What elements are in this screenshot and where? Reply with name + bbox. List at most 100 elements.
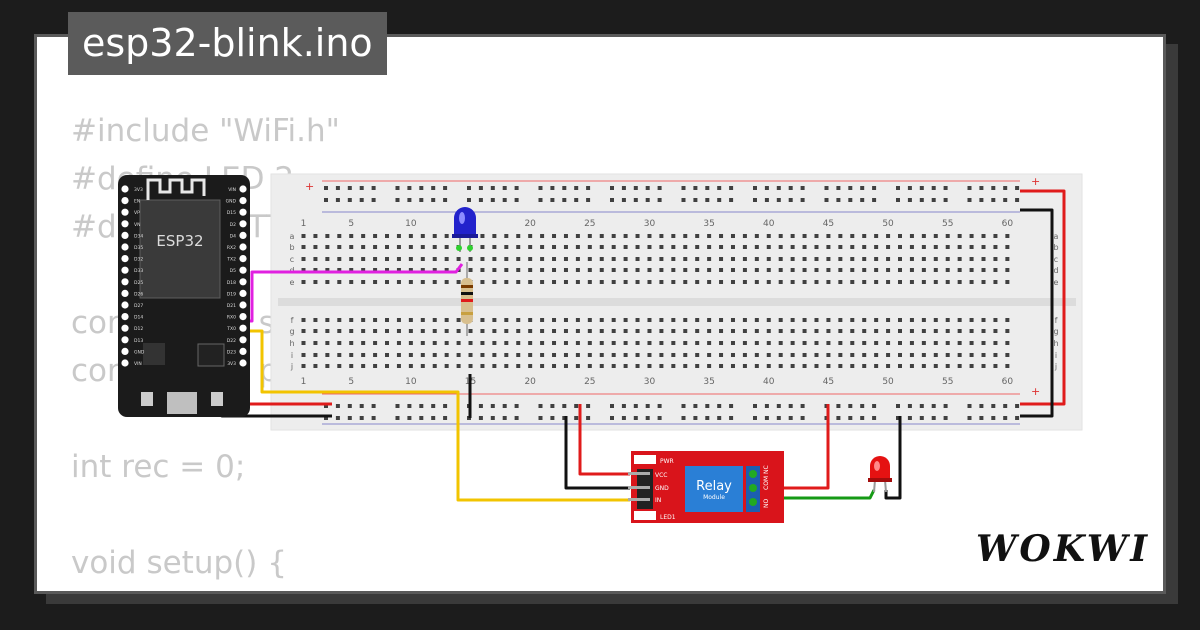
led-blue[interactable] bbox=[452, 207, 478, 252]
column-number: 40 bbox=[763, 377, 775, 387]
row-letter: c bbox=[1054, 255, 1058, 264]
esp32-pin-left[interactable] bbox=[121, 220, 129, 228]
esp32-pin-right[interactable] bbox=[239, 266, 247, 274]
esp32-pin-right[interactable] bbox=[239, 313, 247, 321]
esp32-pin-left[interactable] bbox=[121, 278, 129, 286]
row-letter: d bbox=[1053, 266, 1058, 275]
reset-button[interactable] bbox=[211, 392, 223, 406]
column-number: 35 bbox=[703, 219, 714, 229]
esp32-pin-left[interactable] bbox=[121, 347, 129, 355]
column-number: 1 bbox=[301, 219, 307, 229]
breadboard-holes bbox=[301, 186, 1020, 420]
esp32-label: ESP32 bbox=[156, 232, 203, 250]
wokwi-logo[interactable]: WOKWI bbox=[976, 528, 1151, 570]
esp32-pin-left[interactable] bbox=[121, 231, 129, 239]
esp32-pin-left[interactable] bbox=[121, 208, 129, 216]
esp32-pin-right[interactable] bbox=[239, 324, 247, 332]
relay-coil bbox=[685, 466, 743, 512]
esp32-pin-right[interactable] bbox=[239, 336, 247, 344]
row-letter: f bbox=[291, 316, 294, 325]
esp32-pin-left[interactable] bbox=[121, 359, 129, 367]
rail-plus-label-right: + bbox=[1031, 175, 1040, 188]
esp32-pin-right[interactable] bbox=[239, 301, 247, 309]
column-number: 60 bbox=[1002, 377, 1014, 387]
relay-title: Relay bbox=[696, 479, 732, 494]
wires bbox=[220, 189, 1066, 502]
esp32-pin-label: D2 bbox=[230, 222, 236, 228]
row-letter: a bbox=[290, 232, 295, 241]
esp32-pin-label: D5 bbox=[230, 268, 236, 274]
esp32-pin-right[interactable] bbox=[239, 347, 247, 355]
esp32-pin-label: D32 bbox=[134, 257, 143, 263]
column-number: 5 bbox=[348, 219, 354, 229]
column-number: 10 bbox=[405, 219, 417, 229]
esp32-pin-label: D21 bbox=[227, 303, 236, 309]
esp32-pin-label: D15 bbox=[227, 210, 236, 216]
code-line: int rec = 0; bbox=[71, 449, 246, 485]
esp32-pin-label: D19 bbox=[227, 291, 236, 297]
column-number: 60 bbox=[1002, 219, 1014, 229]
esp32-pin-left[interactable] bbox=[121, 243, 129, 251]
column-number: 45 bbox=[823, 377, 834, 387]
esp32-pin-right[interactable] bbox=[239, 359, 247, 367]
esp32-pin-right[interactable] bbox=[239, 208, 247, 216]
esp32-pin-left[interactable] bbox=[121, 255, 129, 263]
wire-black-rail-right bbox=[1020, 208, 1054, 418]
esp32-pin-left[interactable] bbox=[121, 313, 129, 321]
terminal-nc: NC bbox=[763, 465, 770, 474]
esp32-pin-label: 3V3 bbox=[134, 187, 143, 193]
resistor[interactable] bbox=[461, 262, 473, 336]
antenna-icon bbox=[146, 178, 206, 200]
esp32-pin-label: D33 bbox=[134, 268, 143, 274]
row-letter: h bbox=[1053, 339, 1058, 348]
esp32-pin-label: 3V3 bbox=[227, 361, 236, 367]
row-letter: j bbox=[290, 362, 293, 371]
esp32-pin-left[interactable] bbox=[121, 197, 129, 205]
rail-plus-label: + bbox=[305, 180, 314, 193]
rail-plus-label-bottom: + bbox=[1031, 385, 1040, 398]
relay-pin-in: IN bbox=[655, 497, 661, 504]
esp32-pin-label: D34 bbox=[134, 233, 143, 239]
led-red[interactable] bbox=[868, 456, 892, 493]
esp32-pin-left[interactable] bbox=[121, 289, 129, 297]
row-letter: f bbox=[1055, 316, 1058, 325]
esp32-pin-left[interactable] bbox=[121, 266, 129, 274]
esp32-pin-label: D18 bbox=[227, 280, 236, 286]
file-title[interactable]: esp32-blink.ino bbox=[68, 12, 387, 75]
column-number: 50 bbox=[882, 219, 894, 229]
esp32-pin-right[interactable] bbox=[239, 197, 247, 205]
voltage-regulator bbox=[143, 343, 165, 365]
column-number: 25 bbox=[584, 219, 595, 229]
esp32-pin-label: VIN bbox=[228, 187, 236, 193]
row-letter: c bbox=[290, 255, 294, 264]
row-letter: j bbox=[1054, 362, 1057, 371]
code-line: void setup() { bbox=[71, 545, 287, 581]
esp32-pin-right[interactable] bbox=[239, 255, 247, 263]
column-number: 10 bbox=[405, 377, 417, 387]
column-number: 55 bbox=[942, 377, 953, 387]
esp32-pin-left[interactable] bbox=[121, 301, 129, 309]
esp32-pin-right[interactable] bbox=[239, 278, 247, 286]
esp32-pin-right[interactable] bbox=[239, 220, 247, 228]
esp32-pin-right[interactable] bbox=[239, 231, 247, 239]
esp32-pin-left[interactable] bbox=[121, 324, 129, 332]
column-number: 55 bbox=[942, 219, 953, 229]
esp32-pin-right[interactable] bbox=[239, 243, 247, 251]
esp32-pin-left[interactable] bbox=[121, 185, 129, 193]
esp32-pin-label: D14 bbox=[134, 315, 143, 321]
esp32-pin-label: GND bbox=[134, 349, 145, 355]
esp32-pin-left[interactable] bbox=[121, 336, 129, 344]
column-number: 1 bbox=[301, 377, 307, 387]
esp32-pin-label: VP bbox=[134, 210, 140, 216]
wire-yellow-in bbox=[244, 329, 630, 502]
esp32-pin-label: D4 bbox=[230, 233, 236, 239]
row-letter: b bbox=[1053, 243, 1058, 252]
esp32-pin-right[interactable] bbox=[239, 289, 247, 297]
boot-button[interactable] bbox=[141, 392, 153, 406]
breadboard[interactable]: + + + 1155101015152020252530303535404045… bbox=[270, 173, 1083, 431]
esp32-pin-right[interactable] bbox=[239, 185, 247, 193]
row-letter: i bbox=[291, 351, 293, 360]
relay-module[interactable]: PWR LED1 VCC GND IN Relay Module NC COM … bbox=[628, 451, 784, 523]
